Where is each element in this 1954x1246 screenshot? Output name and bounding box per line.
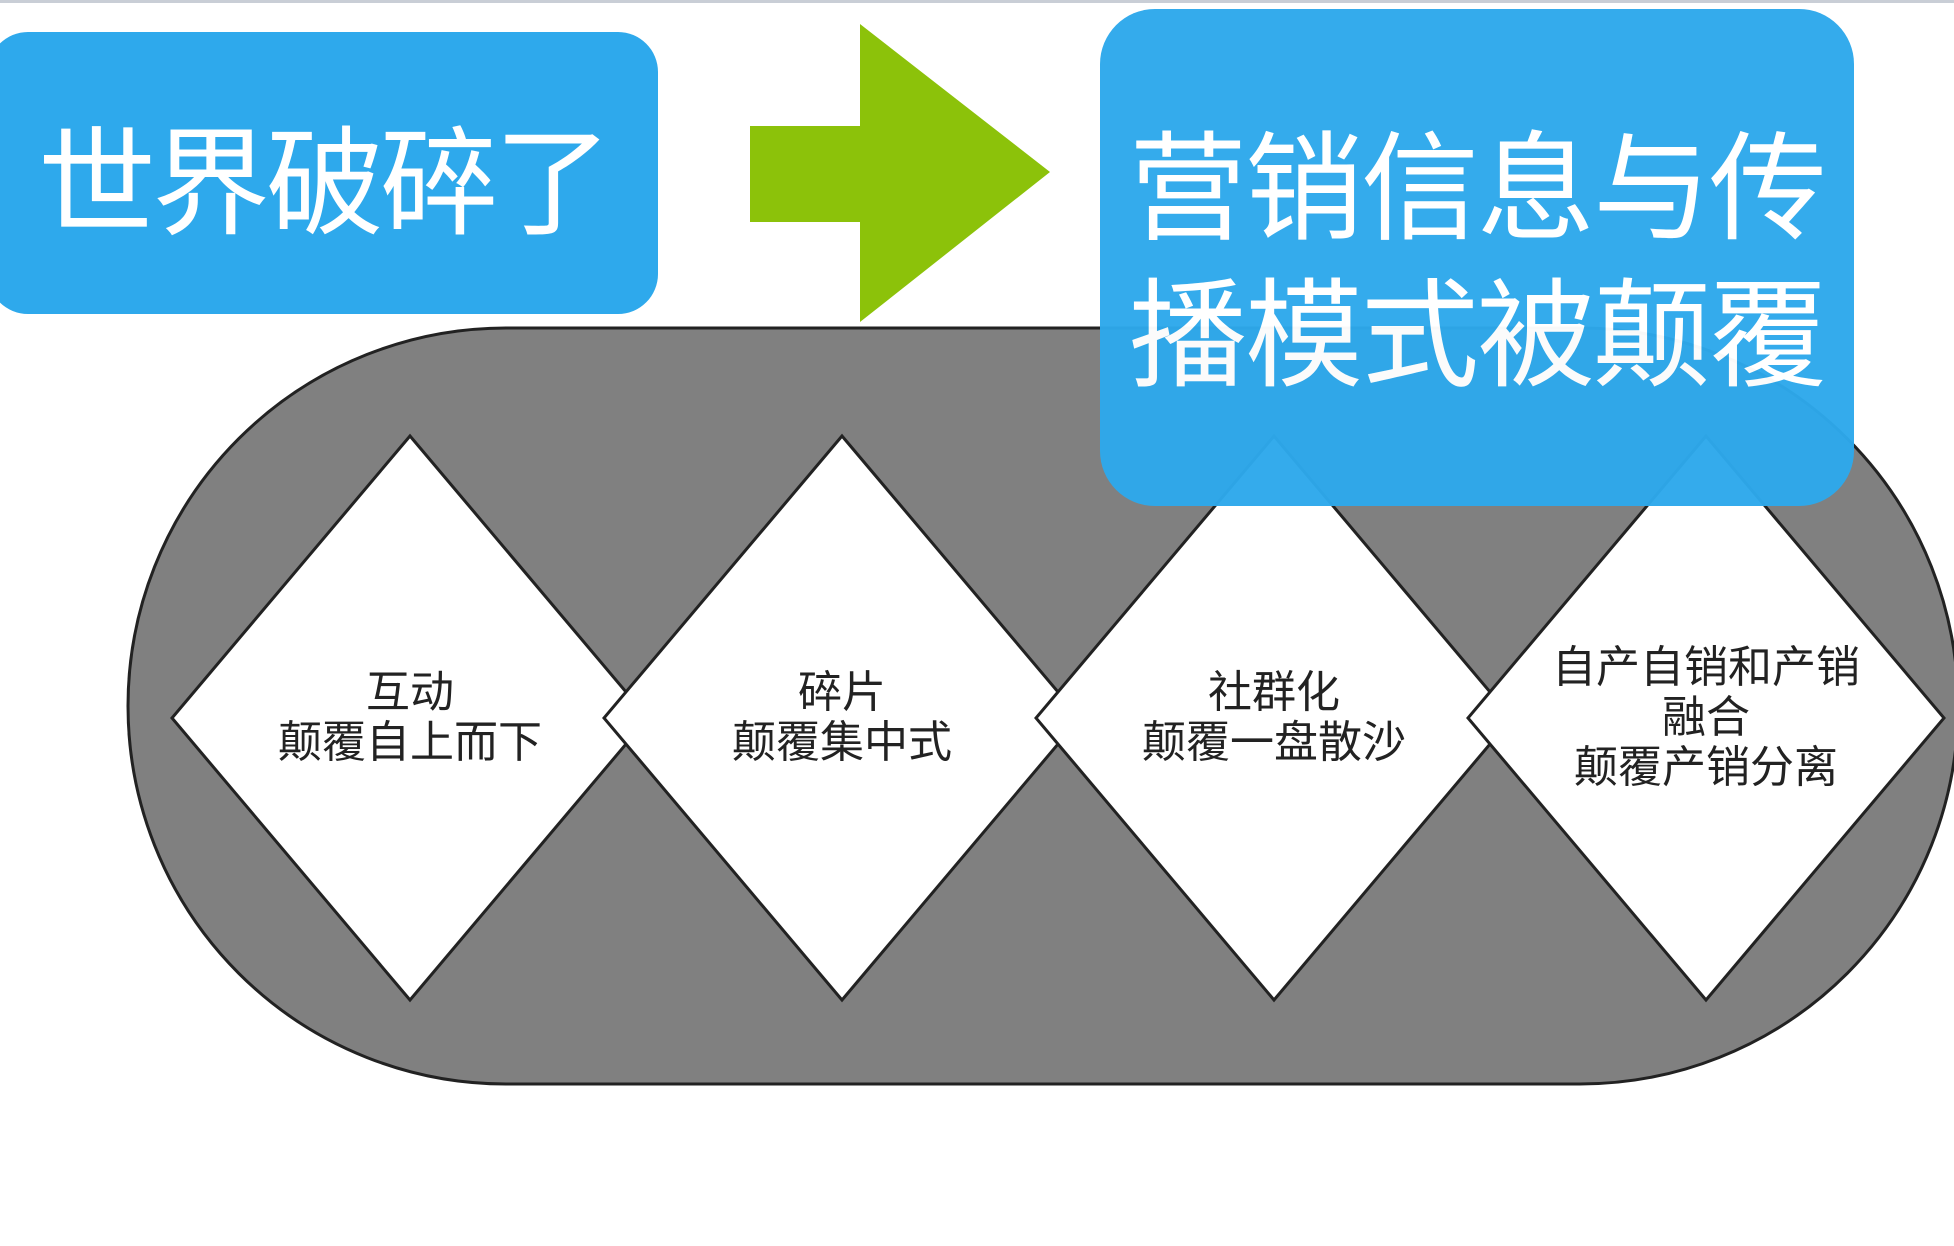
diamond-shape — [1466, 433, 1946, 1003]
diamond-label: 自产自销和产销 — [1552, 642, 1860, 693]
diamond-label: 互动 — [366, 667, 454, 718]
right-title-box: 营销信息与传 播模式被颠覆 — [1100, 9, 1854, 506]
diamond-label: 颠覆集中式 — [732, 717, 952, 768]
diamond-shape — [170, 433, 650, 1003]
left-title-box: 世界破碎了 — [0, 32, 658, 314]
top-border-line — [0, 0, 1954, 3]
diamond-label: 融合 — [1662, 692, 1750, 743]
diamond-shape — [1034, 433, 1514, 1003]
diamond-label: 社群化 — [1208, 667, 1340, 718]
diamond-label: 碎片 — [798, 667, 886, 718]
diamond-label: 颠覆产销分离 — [1574, 742, 1838, 793]
diamond-shape — [602, 433, 1082, 1003]
right-title-line-2: 播模式被颠覆 — [1128, 267, 1827, 405]
right-arrow-icon — [750, 24, 1050, 322]
diamond-label: 颠覆一盘散沙 — [1142, 717, 1406, 768]
diamond-label: 颠覆自上而下 — [278, 717, 542, 768]
right-title-line-1: 营销信息与传 — [1128, 120, 1827, 258]
left-title-text: 世界破碎了 — [37, 114, 612, 253]
